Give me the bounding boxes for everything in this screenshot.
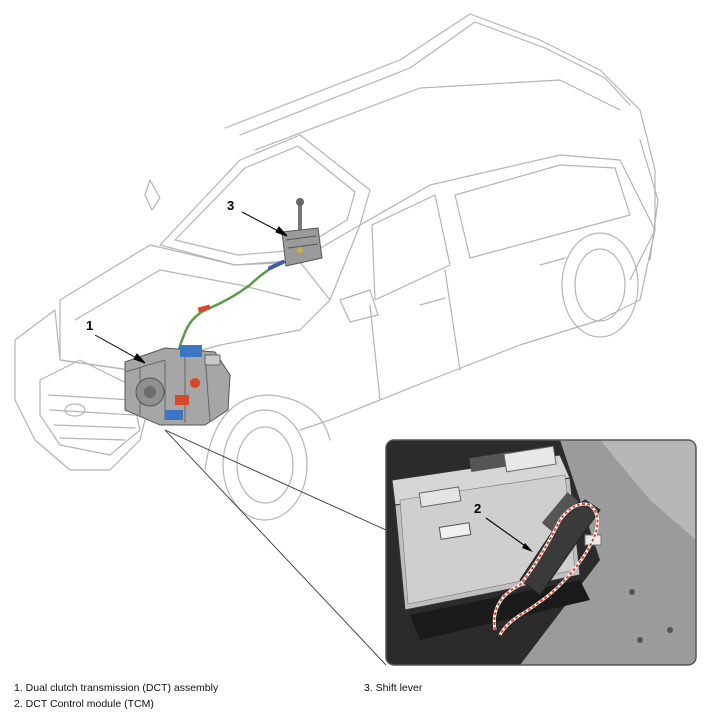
inset-photo <box>385 439 697 666</box>
shift-cable <box>176 260 285 357</box>
legend-item-2: 2. DCT Control module (TCM) <box>14 698 154 710</box>
windshield-inner <box>174 145 356 256</box>
rear-wheel-rim <box>574 248 626 322</box>
callout-3: 3 <box>227 198 235 213</box>
front-wheel-arch <box>204 394 331 471</box>
inset-leader-lines <box>164 429 387 666</box>
hood-crease <box>74 269 301 321</box>
roof-outline <box>224 13 656 281</box>
front-wheel <box>222 409 308 521</box>
callout-1: 1 <box>86 318 94 333</box>
emblem <box>64 403 86 417</box>
door-handles <box>419 257 566 306</box>
windshield <box>159 134 371 266</box>
roof-rails <box>239 21 631 151</box>
callout-arrows <box>94 211 288 364</box>
shift-lever-icon <box>281 198 323 267</box>
side-windows <box>371 164 631 301</box>
front-bumper <box>14 309 151 471</box>
side-body <box>299 154 656 431</box>
legend-item-3: 3. Shift lever <box>364 682 423 694</box>
door-line <box>369 269 461 401</box>
rear-quarter <box>144 139 659 261</box>
dct-assembly-icon <box>124 345 231 426</box>
legend-item-1: 1. Dual clutch transmission (DCT) assemb… <box>14 682 219 694</box>
front-wheel-rim <box>236 426 294 504</box>
grille <box>39 359 141 456</box>
rear-wheel <box>561 232 639 338</box>
callout-2: 2 <box>474 501 482 516</box>
mirror <box>339 289 379 323</box>
grille-bars <box>47 394 136 441</box>
